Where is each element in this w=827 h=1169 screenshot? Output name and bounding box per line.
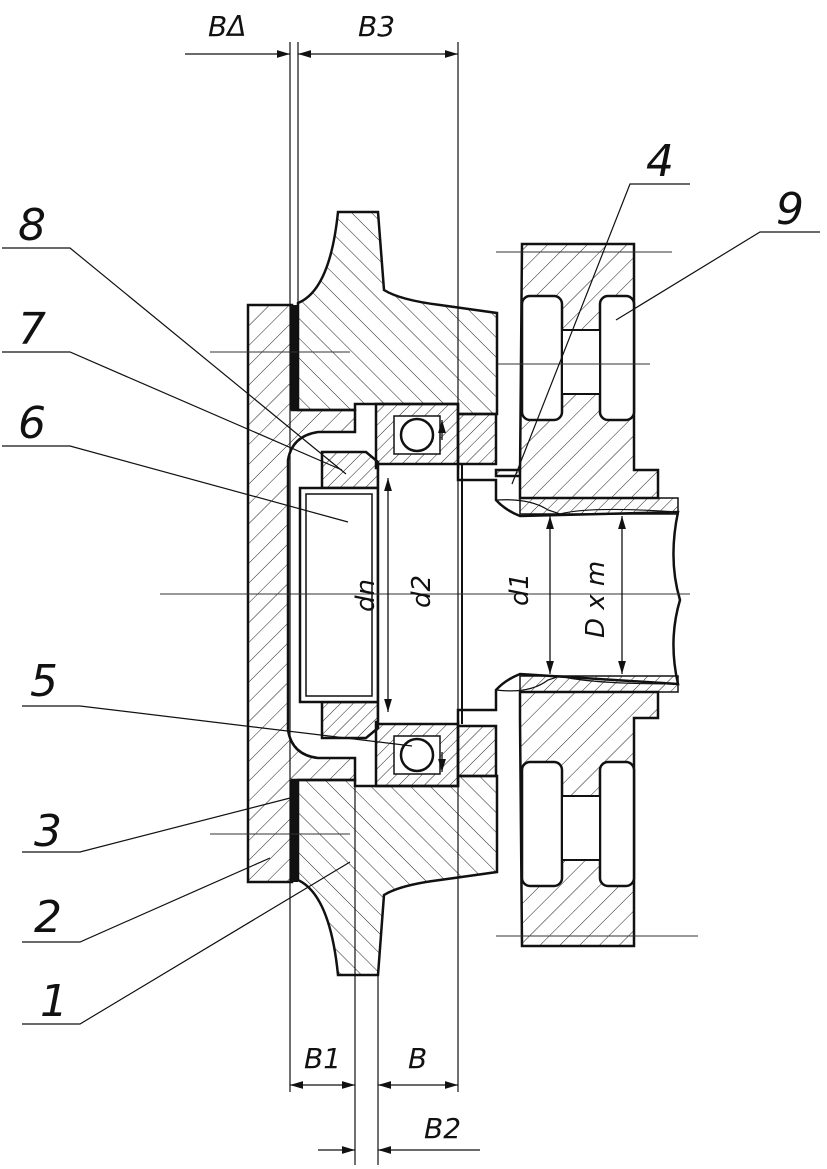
dim-b1: B1 — [304, 1042, 341, 1075]
dim-b: B — [408, 1042, 427, 1075]
housing-lower — [296, 774, 499, 977]
end-cover — [246, 303, 357, 884]
gear-upper — [494, 242, 660, 500]
callout-8: 8 — [18, 200, 46, 251]
callout-4: 4 — [646, 136, 674, 187]
gasket-upper — [290, 305, 298, 410]
rolling-bearing-lower — [374, 720, 460, 788]
dimension-lines — [185, 50, 626, 1154]
leader-lines — [2, 183, 820, 1025]
rolling-bearing-upper — [374, 402, 460, 470]
dim-b2: B2 — [424, 1112, 461, 1145]
lock-washer — [298, 486, 380, 704]
callout-6: 6 — [18, 398, 46, 449]
dim-b3: B3 — [358, 10, 395, 43]
callout-2: 2 — [34, 892, 62, 943]
spacer-ring — [456, 412, 498, 778]
diameter-dn: dn — [351, 579, 381, 612]
center-lines — [160, 251, 698, 937]
callout-7: 7 — [18, 304, 46, 355]
diameter-d1: d1 — [505, 573, 535, 606]
housing-upper — [296, 210, 499, 416]
callout-3: 3 — [34, 806, 62, 857]
diameter-dxm: D x m — [581, 561, 611, 638]
gear-lower — [518, 690, 660, 948]
callout-5: 5 — [30, 656, 58, 707]
dim-b-delta: BΔ — [208, 10, 246, 43]
diameter-d2: d2 — [407, 575, 437, 608]
callout-1: 1 — [40, 976, 68, 1027]
callout-9: 9 — [776, 184, 804, 235]
gasket-lower — [290, 780, 298, 882]
extension-lines — [289, 42, 459, 1165]
